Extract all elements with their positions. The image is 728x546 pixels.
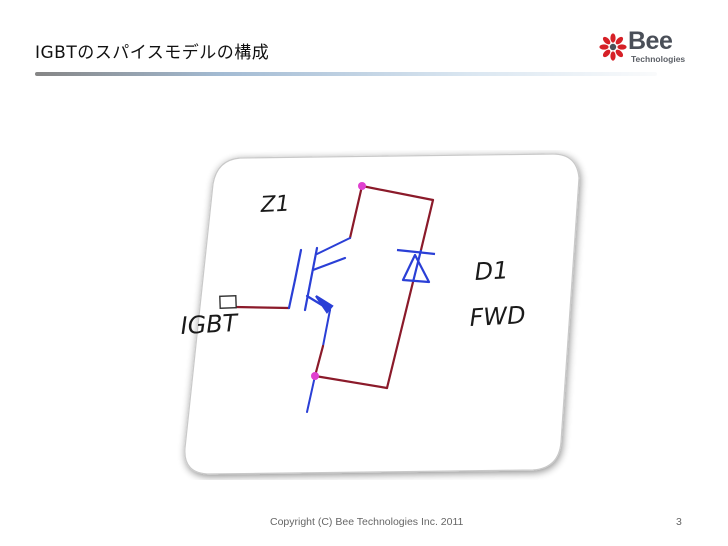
gate-port [219, 295, 237, 309]
junction-dot-bottom [311, 372, 319, 380]
igbt-symbol [287, 246, 347, 314]
label-igbt-port: IGBT [180, 309, 241, 340]
bee-flower-icon [599, 33, 627, 61]
schematic-card [184, 153, 580, 475]
logo-wordmark: Bee [628, 27, 673, 55]
slide-title: IGBTのスパイスモデルの構成 [35, 43, 270, 63]
label-fwd: FWD [469, 301, 526, 332]
junction-dot-top [358, 182, 366, 190]
logo-subtitle: Technologies [631, 54, 686, 64]
igbt-schematic: Z1 D1 FWD IGBT [180, 153, 580, 475]
title-divider [35, 72, 657, 76]
company-logo: Bee Technologies [598, 27, 702, 70]
label-d1: D1 [474, 256, 509, 286]
page-number: 3 [676, 516, 682, 528]
schematic-wires [233, 184, 435, 413]
footer-copyright: Copyright (C) Bee Technologies Inc. 2011 [270, 516, 464, 528]
fwd-diode-symbol [396, 248, 436, 284]
label-z1: Z1 [259, 192, 290, 219]
